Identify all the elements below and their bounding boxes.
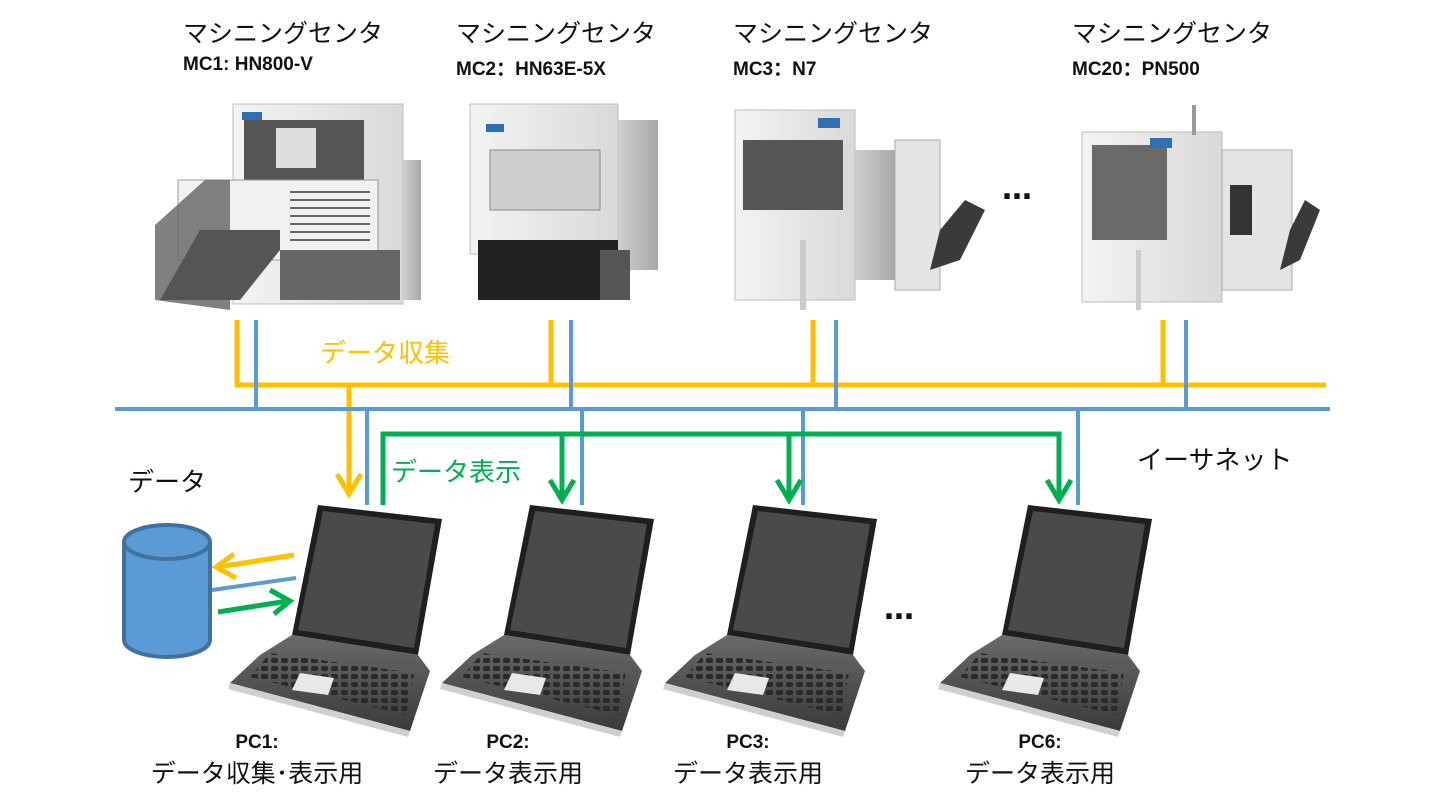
machine-model-mc2: MC2：HN63E-5X xyxy=(456,59,606,80)
pc-role: データ収集･表示用 xyxy=(150,759,364,788)
machine-image-mc2 xyxy=(469,103,658,300)
data-collection-label: データ収集 xyxy=(320,339,451,369)
pc-label-pc6: PC6: データ表示用 xyxy=(940,732,1140,790)
pc-label-pc3: PC3: データ表示用 xyxy=(648,732,848,790)
pc-name: PC6: xyxy=(1018,732,1062,753)
data-display-line xyxy=(380,431,1074,505)
database-to-display-arrow xyxy=(217,587,295,616)
pc-name: PC1: xyxy=(235,732,279,753)
pc-role: データ表示用 xyxy=(964,759,1115,788)
machine-image-mc1 xyxy=(155,103,421,310)
database-icon xyxy=(122,523,212,659)
data-collection-line xyxy=(234,320,1326,499)
pc-name: PC2: xyxy=(486,732,530,753)
laptop-pc2 xyxy=(440,505,654,737)
ethernet-label: イーサネット xyxy=(1137,446,1293,476)
laptop-pc1 xyxy=(228,505,442,737)
pc-ellipsis: … xyxy=(884,592,918,627)
ethernet-line xyxy=(115,320,1330,505)
machine-title-mc2: マシニングセンタ xyxy=(456,19,657,48)
pc-label-pc1: PC1: データ収集･表示用 xyxy=(132,732,382,790)
machine-ellipsis: … xyxy=(1002,172,1036,207)
machine-image-mc20 xyxy=(1081,105,1320,310)
database-ethernet-link xyxy=(211,576,297,592)
machine-model-mc1: MC1: HN800-V xyxy=(183,54,313,75)
collection-to-database-arrow xyxy=(211,551,295,581)
machine-title-mc1: マシニングセンタ xyxy=(183,19,384,48)
pc-label-pc2: PC2: データ表示用 xyxy=(408,732,608,790)
laptop-pc6 xyxy=(938,505,1152,737)
pc-role: データ表示用 xyxy=(432,759,583,788)
pc-name: PC3: xyxy=(726,732,770,753)
machine-title-mc20: マシニングセンタ xyxy=(1072,19,1273,48)
machine-model-mc20: MC20：PN500 xyxy=(1072,59,1200,80)
data-display-label: データ表示 xyxy=(391,458,522,488)
machine-title-mc3: マシニングセンタ xyxy=(733,19,934,48)
database-label: データ xyxy=(128,468,207,498)
machine-image-mc3 xyxy=(734,109,985,310)
laptop-pc3 xyxy=(663,505,877,737)
machine-model-mc3: MC3：N7 xyxy=(733,59,817,80)
pc-role: データ表示用 xyxy=(672,759,823,788)
